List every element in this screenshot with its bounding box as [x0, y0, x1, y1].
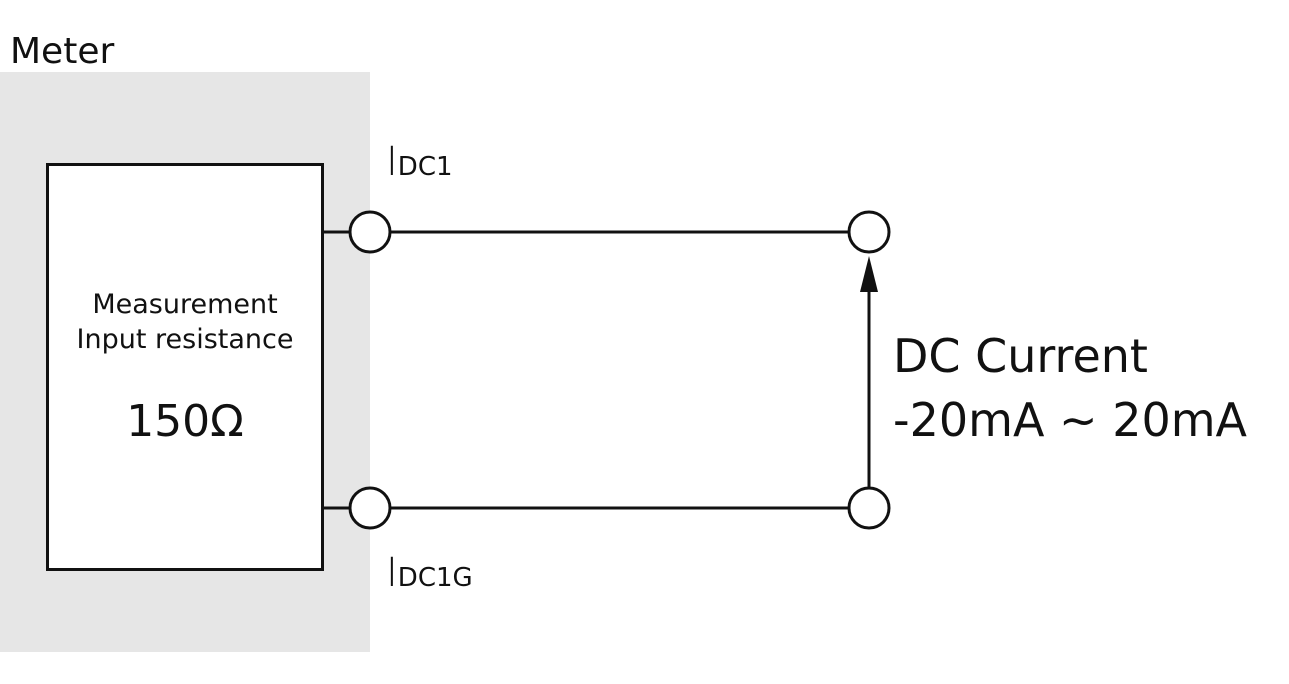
input-resistance-box: Measurement Input resistance 150Ω	[46, 163, 324, 571]
measurement-label: Measurement	[92, 289, 278, 320]
input-resistance-label: Input resistance	[76, 324, 294, 355]
terminal-label-dc1: IDC1	[386, 142, 453, 182]
meter-title: Meter	[10, 31, 115, 72]
source-terminal-bottom	[847, 486, 891, 530]
terminal-dc1g	[348, 486, 392, 530]
resistance-value: 150Ω	[126, 396, 244, 447]
terminal-label-dc1-main: I	[386, 139, 398, 185]
terminal-label-dc1-sub: DC1	[397, 152, 453, 182]
current-range-label: -20mA ~ 20mA	[893, 393, 1248, 447]
terminal-label-dc1g-main: I	[386, 550, 398, 596]
terminal-dc1	[348, 210, 392, 254]
dc-current-label: DC Current	[893, 329, 1148, 383]
terminal-label-dc1g-sub: DC1G	[397, 563, 473, 593]
terminal-label-dc1g: IDC1G	[386, 553, 473, 593]
source-terminal-top	[847, 210, 891, 254]
current-arrow-head	[860, 256, 878, 292]
